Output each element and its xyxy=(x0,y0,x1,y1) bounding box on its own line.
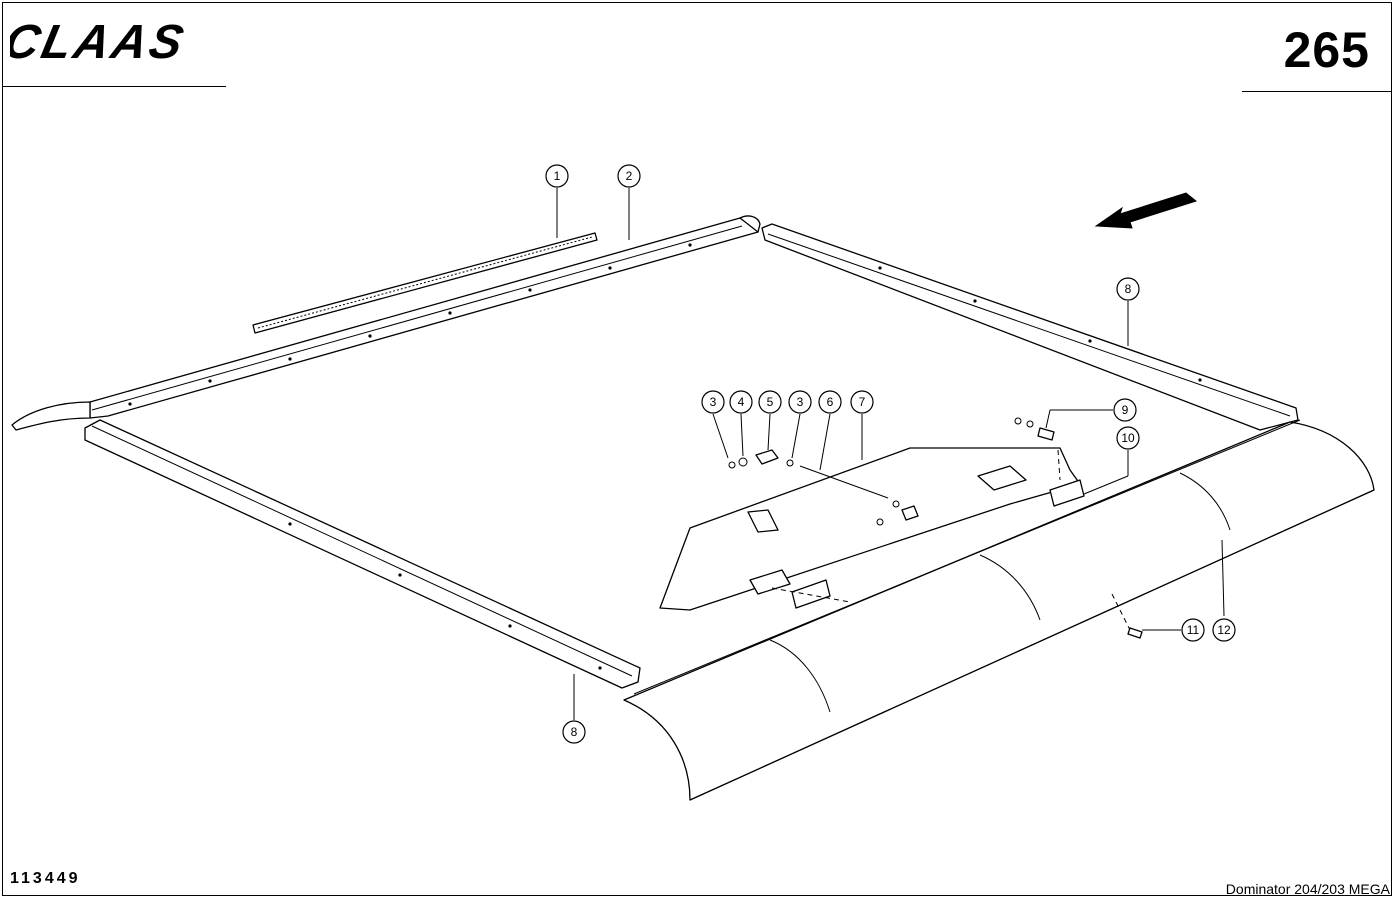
callout-12: 12 xyxy=(1212,618,1236,642)
callout-leaders xyxy=(556,188,1225,720)
part-1-serrated-strip xyxy=(252,232,598,334)
callout-6: 6 xyxy=(818,390,842,414)
header-rule-left xyxy=(2,86,226,87)
part-2-side-rail xyxy=(11,215,761,431)
callout-2: 2 xyxy=(617,164,641,188)
callout-8-left: 8 xyxy=(562,720,586,744)
callout-9: 9 xyxy=(1113,398,1137,422)
svg-text:10: 10 xyxy=(1121,431,1135,445)
hardware-fasteners xyxy=(728,417,1143,639)
callout-1: 1 xyxy=(545,164,569,188)
svg-text:8: 8 xyxy=(1125,282,1132,296)
svg-text:4: 4 xyxy=(738,395,745,409)
svg-text:3: 3 xyxy=(710,395,717,409)
callout-4: 4 xyxy=(729,390,753,414)
callout-5: 5 xyxy=(758,390,782,414)
callout-7: 7 xyxy=(850,390,874,414)
svg-text:5: 5 xyxy=(767,395,774,409)
header-rule-right xyxy=(1242,91,1392,92)
callout-3a: 3 xyxy=(701,390,725,414)
part-8-rail-left xyxy=(84,419,641,689)
callout-11: 11 xyxy=(1181,618,1205,642)
svg-text:11: 11 xyxy=(1187,623,1200,637)
callout-3b: 3 xyxy=(788,390,812,414)
direction-arrow-icon xyxy=(1094,192,1198,229)
claas-logo: CLAAS xyxy=(10,18,191,66)
callout-8-right: 8 xyxy=(1116,277,1140,301)
callout-10: 10 xyxy=(1116,426,1140,450)
drawing-number: 113449 xyxy=(10,870,81,887)
svg-text:7: 7 xyxy=(859,395,866,409)
svg-text:CLAAS: CLAAS xyxy=(10,18,191,66)
part-7-base-plate xyxy=(659,447,1085,611)
page-number: 265 xyxy=(1283,22,1370,78)
part-12-curved-cover xyxy=(623,419,1375,801)
svg-text:12: 12 xyxy=(1217,623,1231,637)
svg-text:1: 1 xyxy=(554,169,561,183)
svg-text:2: 2 xyxy=(626,169,633,183)
svg-text:6: 6 xyxy=(827,395,834,409)
svg-text:8: 8 xyxy=(571,725,578,739)
model-caption: Dominator 204/203 MEGA xyxy=(1225,881,1390,897)
svg-text:3: 3 xyxy=(797,395,804,409)
svg-text:9: 9 xyxy=(1122,403,1129,417)
part-8-rail-right xyxy=(761,223,1299,431)
